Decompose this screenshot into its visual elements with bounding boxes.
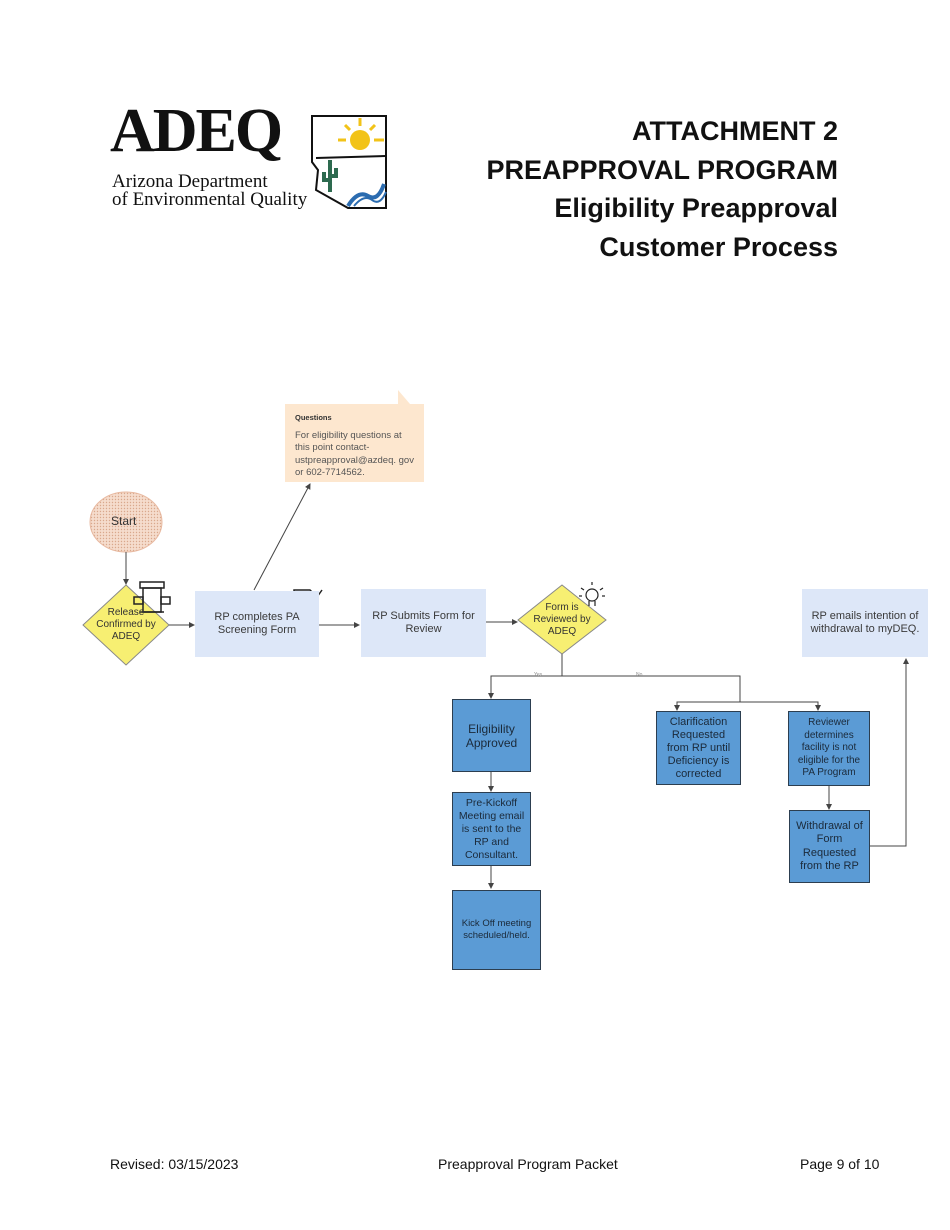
rp-emails-box: RP emails intention of withdrawal to myD…: [802, 589, 928, 657]
footer-revised: Revised: 03/15/2023: [110, 1156, 239, 1172]
logo-line2: of Environmental Quality: [112, 189, 308, 210]
kickoff-label: Kick Off meeting scheduled/held.: [461, 918, 532, 941]
clarification-box: Clarification Requested from RP until De…: [656, 711, 741, 785]
edge-yes-label: Yes: [534, 672, 543, 678]
kickoff-box: Kick Off meeting scheduled/held.: [452, 890, 541, 970]
note-body: For eligibility questions at this point …: [295, 429, 414, 479]
pre-kickoff-label: Pre-Kickoff Meeting email is sent to the…: [458, 796, 525, 861]
title-line3: Eligibility Preapproval: [554, 193, 838, 223]
title-line1: ATTACHMENT 2: [632, 116, 838, 146]
footer-page: Page 9 of 10: [800, 1156, 880, 1172]
clarification-label: Clarification Requested from RP until De…: [666, 715, 731, 780]
eligibility-approved-box: Eligibility Approved: [452, 699, 531, 772]
logo-line1: Arizona Department: [112, 171, 268, 192]
rp-submits-box: RP Submits Form for Review: [361, 589, 486, 657]
adeq-logo: ADEQ Arizona Department of Environmental…: [110, 100, 395, 213]
withdrawal-box: Withdrawal of Form Requested from the RP: [789, 810, 870, 883]
pre-kickoff-box: Pre-Kickoff Meeting email is sent to the…: [452, 792, 531, 866]
lightbulb-icon: [579, 582, 605, 606]
eligibility-approved-label: Eligibility Approved: [465, 721, 518, 750]
title-line2: PREAPPROVAL PROGRAM: [486, 154, 838, 185]
footer-center: Preapproval Program Packet: [438, 1156, 618, 1172]
form-reviewed-label: Form is Reviewed by ADEQ: [533, 602, 591, 637]
page-title: ATTACHMENT 2 PREAPPROVAL PROGRAM Eligibi…: [486, 112, 838, 266]
rp-completes-box: RP completes PA Screening Form: [195, 591, 319, 657]
withdrawal-label: Withdrawal of Form Requested from the RP: [796, 819, 863, 873]
note-tail: [398, 390, 410, 404]
rp-emails-label: RP emails intention of withdrawal to myD…: [810, 610, 920, 635]
title-line4: Customer Process: [599, 231, 838, 262]
questions-note: Questions For eligibility questions at t…: [285, 404, 424, 482]
reviewer-determines-label: Reviewer determines facility is not elig…: [797, 717, 861, 779]
note-title: Questions: [295, 413, 332, 422]
release-label: Release Confirmed by ADEQ: [96, 607, 156, 642]
arizona-map-icon: [311, 115, 387, 209]
rp-submits-label: RP Submits Form for Review: [372, 610, 475, 635]
rp-completes-label: RP completes PA Screening Form: [214, 611, 300, 636]
fire-hydrant-icon: [133, 581, 171, 613]
reviewer-determines-box: Reviewer determines facility is not elig…: [788, 711, 870, 786]
edge-no-label: No: [636, 672, 643, 678]
start-label: Start: [111, 514, 137, 528]
logo-wordmark: ADEQ: [110, 97, 283, 165]
